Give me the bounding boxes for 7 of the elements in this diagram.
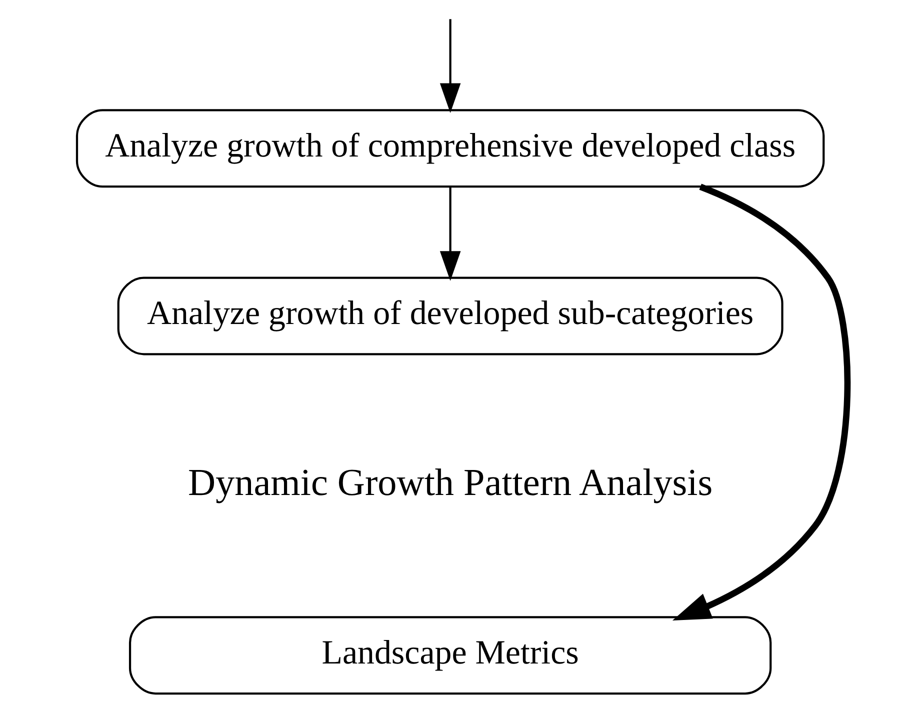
arrow [672, 183, 850, 620]
node-box: Analyze growth of comprehensive developed class [75, 108, 824, 188]
node-box: Landscape Metrics [128, 616, 772, 694]
arrow [439, 18, 460, 112]
label: Dynamic Growth Pattern Analysis [188, 461, 712, 504]
node-box: Analyze growth of developed sub-categories [116, 276, 783, 355]
arrow [439, 186, 460, 280]
